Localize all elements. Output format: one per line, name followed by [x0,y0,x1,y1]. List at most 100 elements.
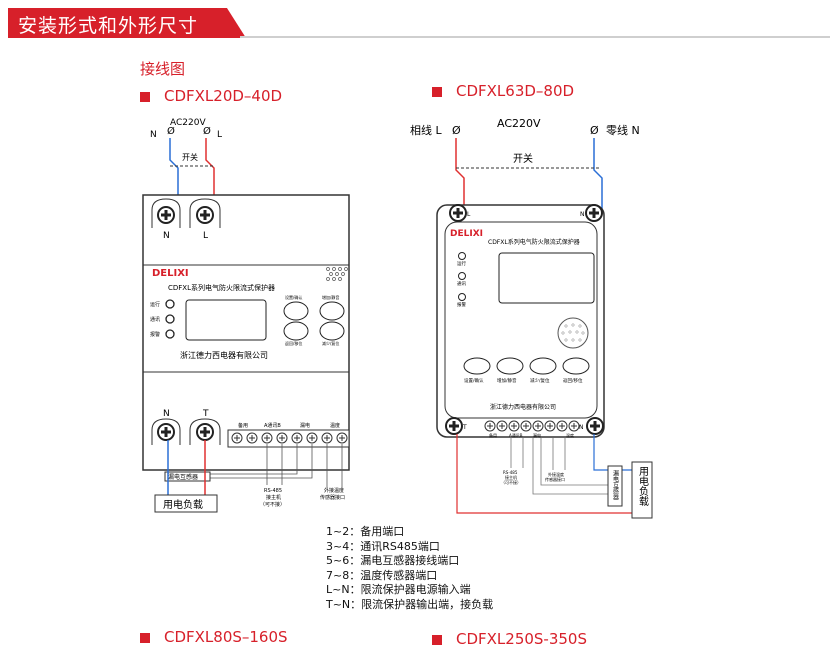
left-diagram: AC220V N L Ø Ø 开关 N L DELIXI CDFXL系列电气防火… [142,118,350,513]
led-label: 报警 [457,301,466,308]
left-product-name: CDFXL系列电气防火限流式保护器 [168,283,275,292]
right-button-add[interactable] [496,357,524,375]
rs-label: RS-485 [264,488,282,494]
led-label: 运行 [457,260,466,267]
strip-label: 温度 [330,422,340,429]
right-ct-label: 漏电互感器 [612,469,619,501]
rs-label: （可不接） [501,479,521,485]
rs-label: 接主机 [505,474,517,480]
left-button-add[interactable] [319,301,345,321]
legend-item: 5~6：漏电互感器接线端口 [326,554,460,567]
bullet-icon [432,87,442,97]
strip-label: 备用 [238,422,248,429]
left-top-n: N [163,231,170,241]
button-label: 返回/移位 [285,340,302,346]
led-icon [458,272,466,280]
led-label-run: 运行 [150,301,160,308]
left-company: 浙江德力西电器有限公司 [180,350,268,360]
left-ct-label: 漏电互感器 [168,473,198,481]
section-title: 接线图 [140,60,186,78]
right-t: T [462,424,467,431]
led-label-comm: 通讯 [150,316,160,323]
model-name: CDFXL63D–80D [456,82,575,100]
left-ac-label: AC220V [170,118,206,128]
left-top-l: L [203,231,208,241]
led-label-alarm: 报警 [150,331,160,338]
button-label: 增加/静音 [322,294,339,300]
right-ac-label: AC220V [497,117,541,130]
strip-label: 漏电 [533,432,541,438]
left-n-input-label: N [150,130,157,140]
model-name: CDFXL250S-350S [456,630,588,648]
strip-label: 温度 [566,432,574,438]
right-top-n: N [580,211,585,218]
right-bottom-n: N [579,424,584,431]
model-label-4: CDFXL250S-350S [432,630,587,648]
temp-label: 传感器接口 [545,476,565,482]
left-out-t: T [202,409,209,419]
bullet-icon [140,633,150,643]
header-divider [240,36,830,38]
terminal-icon: Ø [452,124,461,137]
left-button-back[interactable] [283,321,309,341]
legend-item: 1~2：备用端口 [326,525,405,538]
strip-label: 备用 [489,432,497,438]
terminal-icon: Ø [590,124,599,137]
model-name: CDFXL20D–40D [164,87,283,105]
terminal-icon: Ø [167,125,175,137]
temp-label: 外接温度 [324,487,344,494]
header-banner: 安装形式和外形尺寸 [8,8,246,38]
model-label-3: CDFXL80S–160S [140,628,288,646]
led-label: 通讯 [457,280,466,287]
left-load-label: 用电负载 [163,498,203,511]
button-label: 增加/静音 [497,377,517,384]
legend-item: 7~8：温度传感器端口 [326,568,438,582]
rs-label: 接主机 [266,494,281,501]
left-l-input-label: L [217,130,222,140]
bullet-icon [140,92,150,102]
led-icon [165,329,175,339]
right-phase-label: 相线 L [410,123,442,137]
button-label: 减少/复位 [322,340,339,346]
legend-item: 3~4：通讯RS485端口 [326,539,440,553]
terminal-legend: 1~2：备用端口 3~4：通讯RS485端口 5~6：漏电互感器接线端口 7~8… [326,525,493,612]
left-button-set[interactable] [283,301,309,321]
right-zero-label: 零线 N [606,123,640,137]
left-switch-label: 开关 [182,152,198,162]
model-label-1: CDFXL20D–40D [140,87,282,105]
temp-label: 外接温度 [548,471,564,477]
led-icon [458,293,466,301]
header-title: 安装形式和外形尺寸 [18,15,199,37]
button-label: 设置/确认 [285,294,302,300]
led-icon [165,299,175,309]
strip-label: 漏电 [300,422,310,429]
left-button-sub[interactable] [319,321,345,341]
right-load-label: 用电负载 [637,466,649,507]
led-icon [458,252,466,260]
terminal-icon: Ø [203,125,211,137]
strip-label: A通讯B [264,422,281,429]
left-out-n: N [163,409,170,419]
button-label: 减少/复位 [530,377,550,384]
right-company: 浙江德力西电器有限公司 [490,403,556,411]
bullet-icon [432,635,442,645]
temp-label: 传感器接口 [320,494,345,501]
rs-label: RS-485 [503,470,518,475]
model-label-2: CDFXL63D–80D [432,82,574,100]
right-button-sub[interactable] [529,357,557,375]
right-brand-logo: DELIXI [450,229,483,239]
strip-label: A通讯B [509,432,523,438]
left-brand-logo: DELIXI [152,268,189,279]
legend-item: L~N：限流保护器电源输入端 [326,583,471,596]
model-name: CDFXL80S–160S [164,628,288,646]
button-label: 返回/移位 [563,377,583,384]
right-diagram: AC220V 相线 L Ø Ø 零线 N 开关 L N DELIXI CDFXL… [410,117,653,519]
left-display [185,299,267,341]
right-button-set[interactable] [463,357,491,375]
speaker-icon [557,317,589,349]
right-switch-label: 开关 [513,152,533,165]
button-label: 设置/确认 [464,377,484,384]
right-product-name: CDFXL系列电气防火限流式保护器 [488,238,580,246]
right-button-back[interactable] [562,357,590,375]
